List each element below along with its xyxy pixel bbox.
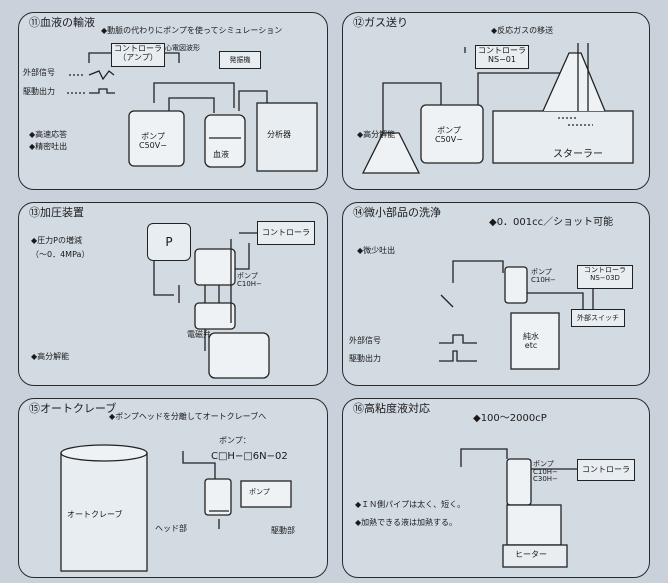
solenoid-label: 電磁弁 xyxy=(187,330,211,339)
panel-4-note: ◆0．001cc／ショット可能 xyxy=(489,217,614,228)
pure-water-label: 純水 etc xyxy=(523,332,539,350)
oscillator: 発振機 xyxy=(219,51,261,69)
external-switch: 外部スイッチ xyxy=(571,309,625,327)
panel-5-drawing xyxy=(60,444,292,572)
panel-part-cleaning: ⑭微小部品の洗浄 ◆0．001cc／ショット可能 ◆微少吐出 ポンプ C10H−… xyxy=(342,202,650,386)
feature: ◆高分解能 xyxy=(357,130,396,139)
controller-ns01: コントローラ NS−01 xyxy=(475,45,529,69)
pressure-vessel: P xyxy=(147,223,191,261)
heater-label: ヒーター xyxy=(515,550,547,559)
analyzer-label: 分析器 xyxy=(267,130,291,139)
blood-label: 血液 xyxy=(213,150,229,159)
panel-5-note: ◆ポンプヘッドを分離してオートクレーブへ xyxy=(109,412,267,421)
pressure-note: ◆圧力Pの増減 xyxy=(31,236,82,245)
panel-6-note: ◆100～2000cP xyxy=(473,413,547,424)
pump-model: C□H−□6N−02 xyxy=(211,451,288,462)
pump-label: ポンプ C50V− xyxy=(435,126,463,144)
feature-1: ◆高速応答 xyxy=(29,130,68,139)
panel-6-drawing xyxy=(460,448,577,568)
pump-label: ポンプ C50V− xyxy=(139,132,167,150)
autoclave-label: オートクレーブ xyxy=(67,510,123,519)
panel-6-title: ⑯高粘度液対応 xyxy=(353,402,430,415)
panel-2-title: ⑫ガス送り xyxy=(353,16,408,29)
controller: コントローラ xyxy=(257,221,315,245)
feature-2: ◆加熱できる液は加熱する。 xyxy=(355,518,457,527)
pump-model-label: ポンプ： xyxy=(219,436,251,445)
panel-2-note: ◆反応ガスの移送 xyxy=(491,26,554,35)
panel-1-title: ⑪血液の輸液 xyxy=(29,16,95,29)
ext-signal-label: 外部信号 xyxy=(23,68,55,77)
feature-2: ◆精密吐出 xyxy=(29,142,68,151)
panel-1-drawing xyxy=(67,52,318,172)
panel-gas-feed: ⑫ガス送り ◆反応ガスの移送 コントローラ NS−01 ポンプ C50V− スタ… xyxy=(342,12,650,190)
pump-label: ポンプ C10H− xyxy=(237,272,262,288)
panel-3-title: ⑬加圧装置 xyxy=(29,206,84,219)
panel-pressurizer: ⑬加圧装置 ◆圧力Pの増減 （～0．4MPa） P コントローラ ポンプ C10… xyxy=(18,202,328,386)
panel-2-drawing xyxy=(361,43,634,174)
controller-amp: コントローラ （アンプ） xyxy=(111,43,165,67)
pump-label: ポンプ C10H− xyxy=(531,268,556,284)
panel-4-drawing xyxy=(439,260,594,370)
pump-label: ポンプ C10H− C30H− xyxy=(533,460,558,484)
panel-high-viscosity: ⑯高粘度液対応 ◆100～2000cP ポンプ C10H− C30H− コントロ… xyxy=(342,398,650,578)
panel-5-title: ⑮オートクレーブ xyxy=(29,402,117,415)
ext-signal-label: 外部信号 xyxy=(349,336,381,345)
drive-output-label: 駆動出力 xyxy=(349,354,381,363)
panel-1-note: ◆動脈の代わりにポンプを使ってシミュレーション xyxy=(101,26,283,35)
drive-label: 駆動部 xyxy=(271,526,295,535)
feature: ◆高分解能 xyxy=(31,352,70,361)
stirrer-label: スターラー xyxy=(553,149,603,160)
pump-label: ポンプ xyxy=(249,488,270,496)
drive-output-label: 駆動出力 xyxy=(23,87,55,96)
feature: ◆微少吐出 xyxy=(357,246,396,255)
controller-ns03d: コントローラ NS−03D xyxy=(577,265,633,289)
head-label: ヘッド部 xyxy=(155,524,187,533)
pressure-range: （～0．4MPa） xyxy=(31,250,90,259)
feature-1: ◆ＩＮ側パイプは太く、短く。 xyxy=(355,500,466,509)
panel-3-drawing xyxy=(153,232,270,379)
waveform-label: 心電図波形 xyxy=(165,44,200,52)
panel-4-title: ⑭微小部品の洗浄 xyxy=(353,206,441,219)
panel-blood-infusion: ⑪血液の輸液 ◆動脈の代わりにポンプを使ってシミュレーション コントローラ （ア… xyxy=(18,12,328,190)
panel-autoclave: ⑮オートクレーブ ◆ポンプヘッドを分離してオートクレーブへ ポンプ： C□H−□… xyxy=(18,398,328,578)
controller: コントローラ xyxy=(577,459,635,481)
